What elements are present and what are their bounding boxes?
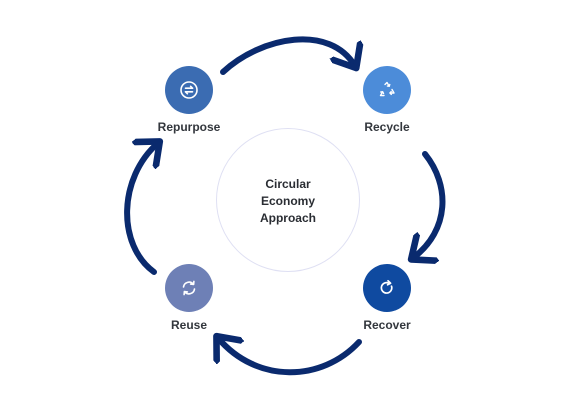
node-reuse (165, 264, 213, 312)
node-recycle (363, 66, 411, 114)
arrow-repurpose-to-recycle (220, 36, 355, 75)
recycle-icon (379, 81, 395, 97)
arrow-recycle-to-recover (413, 151, 446, 258)
node-label-recover: Recover (363, 318, 411, 332)
swap-icon (180, 81, 198, 99)
arrow-reuse-to-repurpose (124, 143, 158, 275)
node-recover (363, 264, 411, 312)
sync-icon (182, 280, 196, 296)
node-label-repurpose: Repurpose (157, 120, 221, 134)
node-label-reuse: Reuse (170, 318, 208, 332)
center-circle (216, 128, 360, 272)
arrow-recover-to-reuse (218, 338, 362, 376)
refresh-circle-icon (380, 279, 393, 294)
node-repurpose (165, 66, 213, 114)
center-label: Circular Economy Approach (259, 177, 316, 225)
node-label-recycle: Recycle (364, 120, 410, 134)
